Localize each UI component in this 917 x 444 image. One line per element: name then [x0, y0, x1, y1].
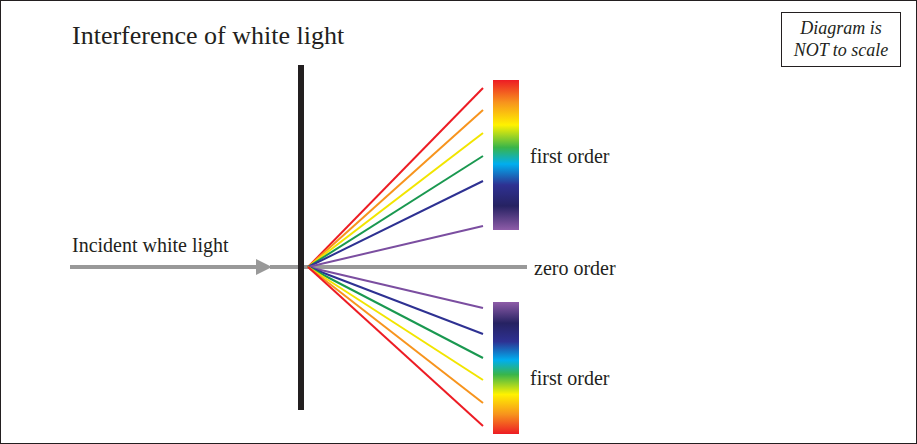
lower-rays: [308, 267, 483, 426]
order-label: zero order: [534, 257, 616, 280]
first-order-spectrum: [493, 302, 519, 434]
first-order-spectrum: [493, 80, 519, 230]
violet-ray: [308, 226, 483, 267]
beam-label: Incident white light: [72, 234, 229, 257]
blue-ray: [308, 181, 483, 267]
green-ray: [308, 267, 483, 358]
beam-arrowhead: [256, 259, 272, 275]
red-ray: [308, 88, 483, 267]
orange-ray: [308, 267, 483, 403]
diffraction-grating: [298, 65, 304, 410]
diagram-title: Interference of white light: [72, 21, 344, 51]
note-box: Diagram is NOT to scale: [781, 12, 901, 67]
note-text: Diagram is NOT to scale: [788, 18, 894, 61]
yellow-ray: [308, 267, 483, 380]
orange-ray: [308, 110, 483, 267]
green-ray: [308, 156, 483, 267]
red-ray: [308, 267, 483, 426]
order-label: first order: [530, 145, 609, 168]
upper-rays: [308, 88, 483, 267]
yellow-ray: [308, 133, 483, 267]
incident-beam: [70, 265, 262, 269]
order-label: first order: [530, 367, 609, 390]
